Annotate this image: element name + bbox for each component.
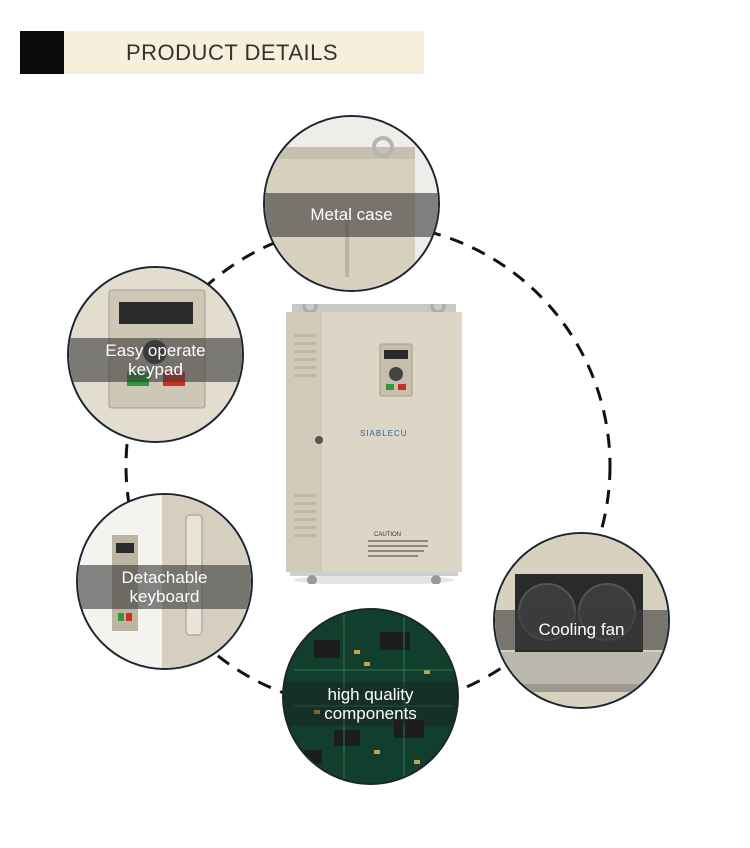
fan-label: Cooling fan	[538, 620, 625, 639]
pcb-photo	[284, 610, 457, 783]
fan-band	[495, 610, 668, 650]
components-label-line1: high quality	[327, 685, 414, 704]
metal-case-band	[265, 193, 438, 237]
components-label-line2: components	[324, 704, 417, 723]
keyboard-label-line1: Detachable	[121, 568, 208, 587]
inverter-device: SIABLECU CAUTION	[286, 304, 462, 584]
keypad-label-line2: keypad	[128, 360, 183, 379]
keyboard-label-line2: keyboard	[129, 587, 200, 606]
keypad-band	[69, 338, 242, 382]
components-band	[284, 682, 457, 726]
svg-text:CAUTION: CAUTION	[374, 532, 401, 538]
header-square	[20, 31, 64, 74]
callout-keyboard: Detachable keyboard	[76, 493, 253, 670]
keypad-label-line1: Easy operate	[105, 341, 206, 360]
page-title: PRODUCT DETAILS	[126, 40, 339, 65]
callout-components: high quality components	[282, 608, 459, 785]
metal-case-label: Metal case	[310, 205, 393, 224]
header-band	[64, 31, 424, 74]
callout-keypad: Easy operate keypad	[67, 266, 244, 443]
callout-metal-case: Metal case	[263, 115, 440, 292]
callout-cooling-fan: Cooling fan	[493, 532, 670, 709]
keyboard-band	[78, 565, 251, 609]
svg-text:SIABLECU: SIABLECU	[360, 429, 408, 438]
